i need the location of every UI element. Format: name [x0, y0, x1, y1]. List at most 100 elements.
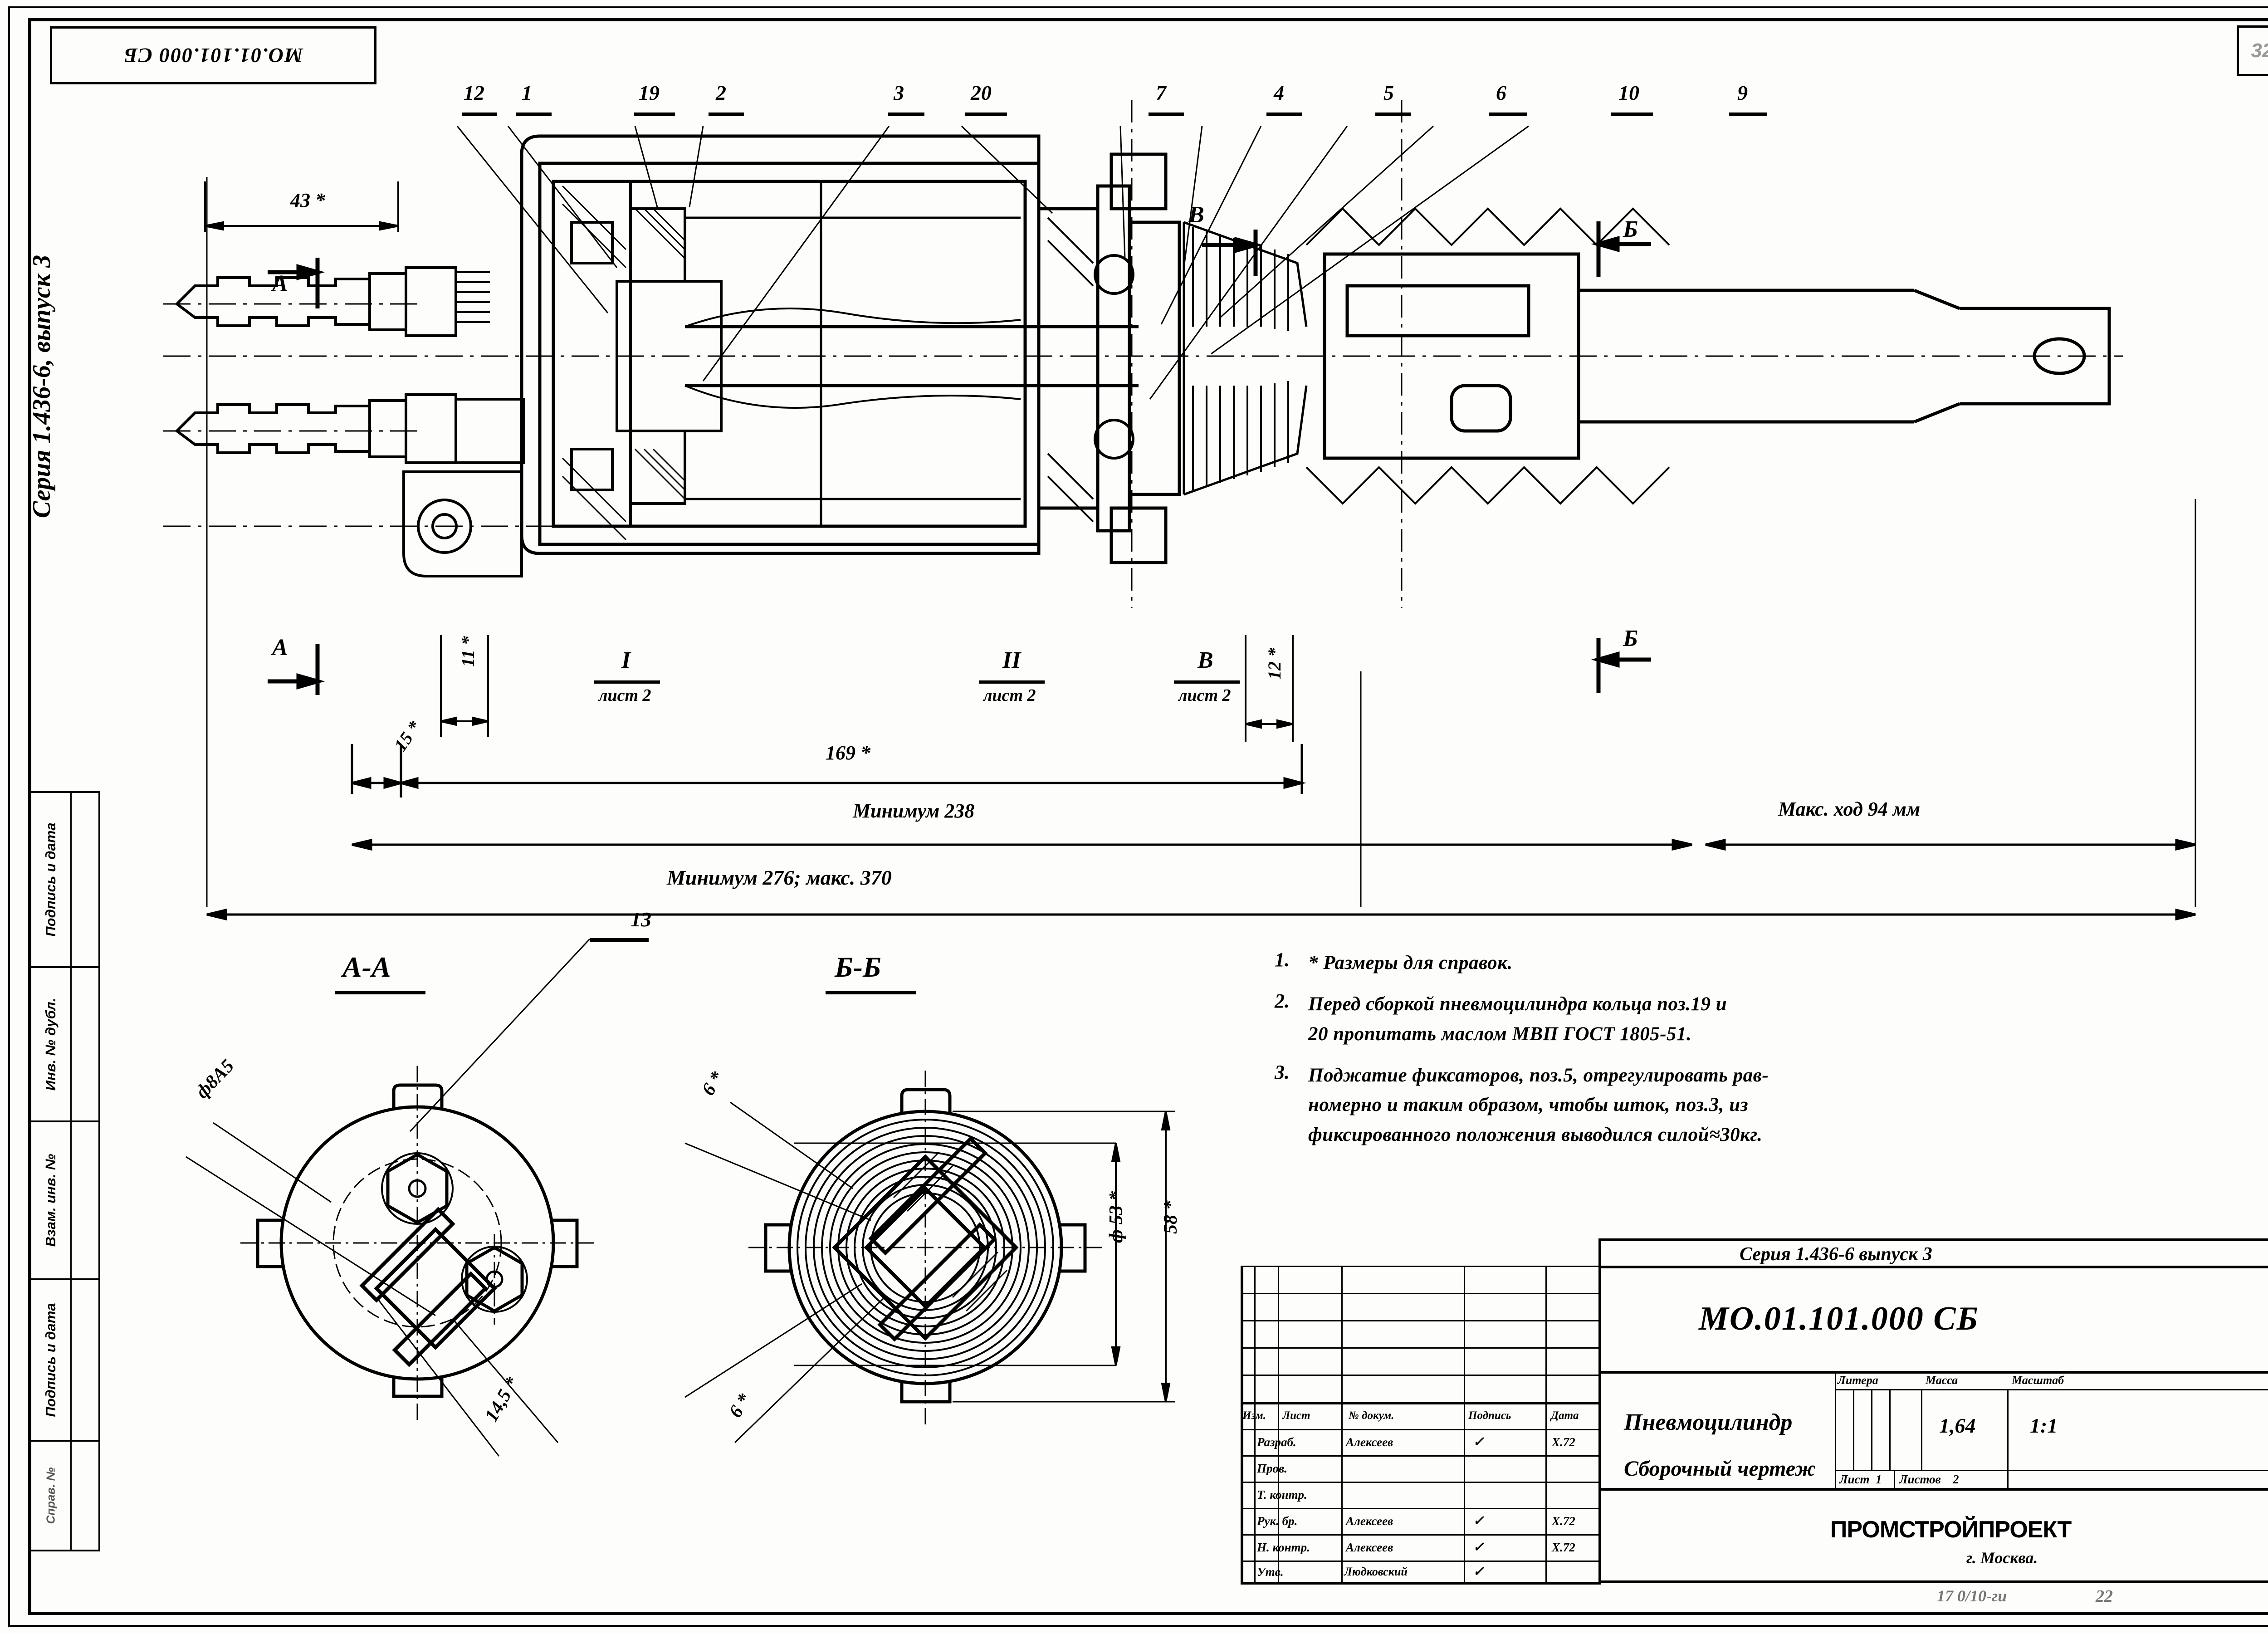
tb-vline-list-sep — [1894, 1470, 1895, 1488]
tb-city: г. Москва. — [1966, 1549, 2038, 1567]
tb-hline-desig — [1598, 1371, 2268, 1374]
tb-date-nkontr: X.72 — [1552, 1541, 1575, 1554]
tb-doc-type: Сборочный чертеж — [1624, 1457, 1816, 1481]
detail-mark-v: В — [1198, 647, 1213, 673]
tb-hline-litera-hdr — [1835, 1389, 2268, 1390]
callout-bar — [1375, 113, 1411, 116]
dim-169-line — [351, 744, 1306, 797]
tb-organization: ПРОМСТРОЙПРОЕКТ — [1830, 1517, 2072, 1543]
tb-product-name: Пневмоцилиндр — [1624, 1409, 1793, 1435]
tb-sheet-label: Лист — [1839, 1473, 1870, 1486]
dim-overall-line — [206, 908, 2196, 921]
note-line: Перед сборкой пневмоцилиндра кольца поз.… — [1308, 993, 1727, 1015]
section-aa-title: А-А — [342, 951, 391, 983]
dim-43-line — [204, 181, 399, 232]
callout-bar — [1729, 113, 1767, 116]
section-bb-underline — [826, 991, 916, 994]
tb-vline-lit-2 — [1871, 1389, 1872, 1470]
section-mark-v-top: В — [1188, 202, 1204, 228]
tb-sheets-label: Листов — [1899, 1473, 1941, 1486]
section-mark-b-bottom: Б — [1623, 626, 1638, 651]
dim-min238-maxstroke-line — [352, 838, 2196, 851]
section-arrow-a-bottom — [268, 644, 325, 695]
detail-mark-v-sheet: лист 2 — [1178, 686, 1231, 705]
sheet-frame-outer — [8, 6, 2268, 1627]
callout-bar — [590, 938, 649, 942]
margin-field-podpis-data-2: Подпись и дата — [31, 1280, 98, 1442]
margin-field-label: Справ. № — [44, 1467, 58, 1524]
margin-field-label: Взам. инв. № — [43, 1154, 59, 1247]
section-arrow-b-bottom — [1591, 638, 1651, 693]
margin-field-vzam-inv: Взам. инв. № — [31, 1122, 98, 1280]
note-number: 1. — [1275, 949, 1290, 971]
tb-right-frame — [1598, 1238, 2268, 1583]
note-line: Поджатие фиксаторов, поз.5, отрегулирова… — [1308, 1065, 1769, 1086]
tb-series-line: Серия 1.436-6 выпуск 3 — [1740, 1244, 1932, 1265]
note-line: номерно и таким образом, чтобы шток, поз… — [1308, 1094, 1748, 1116]
margin-field-label: Инв. № дубл. — [43, 998, 59, 1091]
margin-field-sprav: Справ. № — [31, 1442, 98, 1550]
tb-vline-litera — [1835, 1371, 1836, 1488]
callout-bar — [1611, 113, 1653, 116]
tb-name-utv: Людковский — [1344, 1565, 1408, 1578]
section-arrow-b-top — [1591, 221, 1651, 277]
tb-name-razrab: Алексеев — [1346, 1435, 1393, 1449]
callout-bar — [965, 113, 1007, 116]
tb-col-dokum: № докум. — [1349, 1409, 1394, 1422]
callout-bar — [1489, 113, 1527, 116]
dim-43: 43 * — [290, 189, 325, 211]
tb-role-rukbr: Рук. бр. — [1257, 1514, 1298, 1528]
callout-6: 6 — [1496, 81, 1506, 104]
callout-1: 1 — [522, 81, 532, 104]
bottom-annotation-note: 17 0/10-ги — [1937, 1587, 2007, 1605]
dim-extension-lines — [206, 177, 2196, 907]
note-line: фиксированного положения выводился силой… — [1308, 1124, 1763, 1145]
callout-10: 10 — [1618, 81, 1639, 104]
margin-field-label: Подпись и дата — [43, 822, 59, 937]
tb-role-nkontr: Н. контр. — [1257, 1541, 1310, 1554]
tb-designation: МО.01.101.000 СБ — [1699, 1300, 1979, 1337]
tb-col-list: Лист — [1282, 1409, 1310, 1422]
bottom-annotation-page: 22 — [2096, 1587, 2113, 1606]
series-vertical-label: Серия 1.436-6, выпуск 3 — [28, 254, 56, 519]
detail-mark-ii-sheet: лист 2 — [983, 686, 1036, 705]
dim-11-line — [440, 635, 489, 737]
dim-max-stroke: Макс. ход 94 мм — [1778, 798, 1921, 820]
section-aa-view — [186, 1066, 594, 1457]
callout-13: 13 — [631, 908, 651, 931]
tb-vline-massa — [1921, 1389, 1922, 1470]
revision-grid — [1241, 1266, 1601, 1585]
note-item: 2. Перед сборкой пневмоцилиндра кольца п… — [1275, 989, 2250, 1049]
detail-mark-bar — [979, 680, 1045, 684]
section-mark-a-bottom: А — [272, 635, 288, 660]
tb-role-utv: Утв. — [1257, 1565, 1284, 1579]
note-item: 3. Поджатие фиксаторов, поз.5, отрегулир… — [1275, 1061, 2250, 1150]
callout-20: 20 — [971, 81, 992, 104]
tb-name-nkontr: Алексеев — [1346, 1541, 1393, 1554]
detail-mark-i-sheet: лист 2 — [599, 686, 651, 705]
margin-field-label: Подпись и дата — [43, 1303, 59, 1417]
dim-169: 169 * — [826, 742, 870, 764]
tb-role-tkontr: Т. контр. — [1257, 1488, 1307, 1502]
tb-col-data: Дата — [1551, 1409, 1579, 1422]
section-mark-a-top: А — [272, 271, 288, 297]
tb-massa-value: 1,64 — [1939, 1414, 1976, 1437]
callout-bar — [634, 113, 675, 116]
tb-name-rukbr: Алексеев — [1346, 1514, 1393, 1528]
tb-date-razrab: X.72 — [1552, 1435, 1575, 1449]
tb-masshtab-header: Масштаб — [2012, 1374, 2064, 1387]
note-line: 20 пропитать маслом МВП ГОСТ 1805-51. — [1308, 1023, 1692, 1045]
callout-bar — [1266, 113, 1302, 116]
tb-hline-series — [1598, 1266, 2268, 1268]
designation-text: МО.01.101.000 СБ — [123, 44, 303, 67]
tb-sheet-value: 1 — [1876, 1473, 1882, 1486]
section-aa-underline — [335, 991, 425, 994]
tb-massa-header: Масса — [1926, 1374, 1958, 1387]
callout-bar — [1149, 113, 1184, 116]
tb-vline-lit-1 — [1853, 1389, 1854, 1470]
detail-mark-bar — [594, 680, 660, 684]
main-assembly-view — [163, 100, 2123, 608]
designation-box: МО.01.101.000 СБ — [50, 26, 376, 84]
tb-sign-nkontr: ✓ — [1473, 1540, 1485, 1555]
